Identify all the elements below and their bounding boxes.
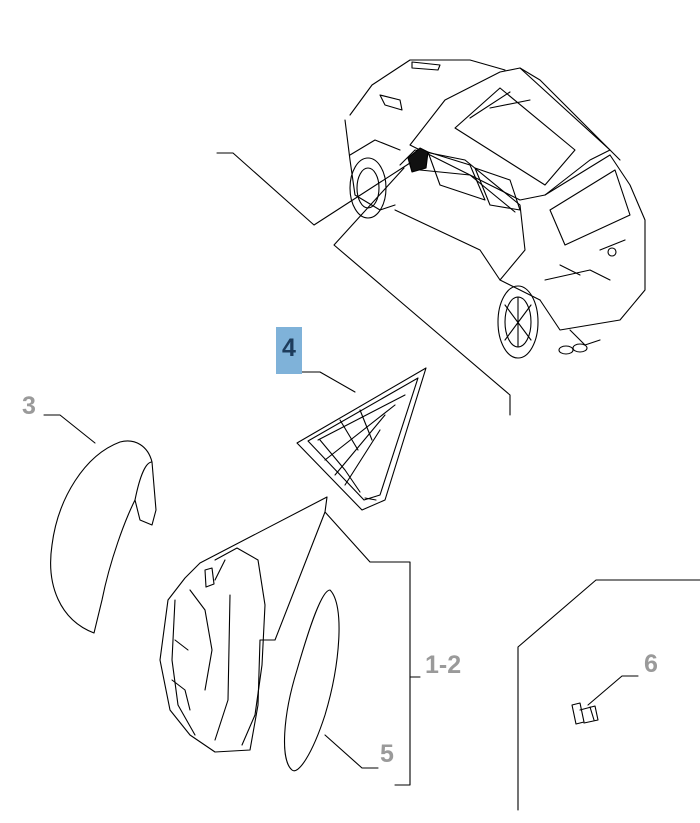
part-1-2-mirror-housing bbox=[159, 496, 328, 753]
callout-4[interactable]: 4 bbox=[276, 327, 302, 374]
callout-5[interactable]: 5 bbox=[380, 740, 394, 768]
leader-line-6 bbox=[587, 675, 639, 706]
leader-line-car-2 bbox=[333, 167, 511, 416]
callout-6[interactable]: 6 bbox=[644, 650, 658, 678]
part-3-mirror-cover bbox=[50, 440, 157, 634]
part-5-mirror-glass bbox=[284, 589, 340, 772]
leader-line-1-2 bbox=[324, 511, 411, 786]
leader-line-car bbox=[216, 152, 411, 226]
leader-line-5 bbox=[324, 734, 379, 769]
leader-line-3 bbox=[43, 414, 96, 444]
inset-frame bbox=[517, 579, 700, 811]
part-6-screw bbox=[571, 702, 599, 725]
leader-line-4 bbox=[299, 371, 356, 393]
callout-1-2[interactable]: 1-2 bbox=[425, 651, 462, 679]
callout-3[interactable]: 3 bbox=[22, 392, 36, 420]
part-4-triangle-bracket bbox=[296, 367, 427, 511]
vehicle-illustration bbox=[344, 59, 646, 359]
